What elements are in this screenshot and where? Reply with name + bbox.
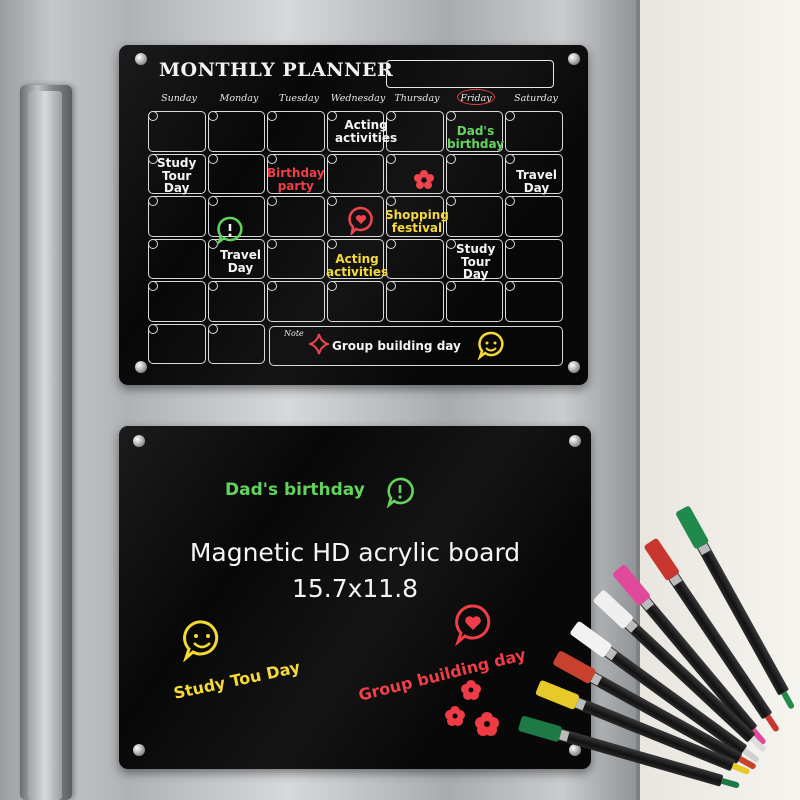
month-field [386,60,554,88]
calendar-cell [148,111,206,152]
friday-circle-mark [457,89,495,105]
speech-bubble-heart-icon [455,604,491,646]
calendar-cell [267,111,325,152]
screw-icon [135,361,147,373]
calendar-cell [148,281,206,322]
calendar-cell [267,196,325,237]
screw-icon [568,53,580,65]
calendar-cell [148,238,206,279]
entry-dads-birthday: Dad's birthday [447,124,505,151]
calendar-cell [445,281,503,322]
planner-title: MONTHLY PLANNER [159,59,394,81]
fridge-edge [636,0,640,800]
day-label-sunday: Sunday [161,93,197,104]
screw-icon [133,744,145,756]
calendar-cell [207,111,265,152]
entry-shopping-festival: Shopping festival [385,208,449,235]
calendar-cell [445,238,503,279]
day-label-thursday: Thursday [394,93,440,104]
calendar-cell [445,111,503,152]
calendar-cell [386,238,444,279]
entry-birthday-party: Birthday party [267,166,325,193]
screw-icon [133,435,145,447]
calendar-cell [207,196,265,237]
board-study-day: Study Tou Day [171,657,302,703]
day-label-monday: Monday [219,93,259,104]
note-box [269,326,563,366]
calendar-cell [326,196,384,237]
flower-icon [445,680,499,736]
screw-icon [568,361,580,373]
day-label-wednesday: Wednesday [330,93,386,104]
speech-bubble-exclamation-icon [216,216,243,245]
speech-bubble-heart-icon [348,206,373,235]
calendar-cell [207,323,265,364]
calendar-cell [386,111,444,152]
calendar-cell [505,111,563,152]
calendar-cell [326,281,384,322]
calendar-cell [148,323,206,364]
entry-travel-day-saturday: Travel Day [516,168,557,195]
calendar-cell [386,196,444,237]
marker-set [500,480,800,800]
screw-icon [569,435,581,447]
entry-study-tour-day-2: Study Tour Day [456,242,496,282]
board-dads-birthday: Dad's birthday [225,480,365,500]
entry-travel-day-monday: Travel Day [220,248,261,275]
calendar-cell [386,281,444,322]
calendar-cell [148,196,206,237]
entry-study-tour-day: Study Tour Day [157,156,197,196]
speech-bubble-smiley-icon [183,620,219,662]
calendar-cell [207,281,265,322]
calendar-cell [505,196,563,237]
calendar-cell [267,238,325,279]
calendar-cell [207,153,265,194]
entry-group-building-day: Group building day [332,339,461,353]
screw-icon [569,744,581,756]
screw-icon [135,53,147,65]
calendar-cell [386,153,444,194]
flower-icon [414,170,434,189]
fridge-handle-inner [28,91,62,800]
sparkle-icon [309,333,329,355]
calendar-cell [505,238,563,279]
note-label: Note [284,329,304,338]
day-label-tuesday: Tuesday [278,93,320,104]
entry-acting-activities: Acting activities [335,118,398,145]
calendar-cell [505,281,563,322]
calendar-cell [445,153,503,194]
calendar-cell [267,281,325,322]
calendar-cell [505,153,563,194]
day-label-saturday: Saturday [514,93,558,104]
calendar-cell [445,196,503,237]
calendar-cell [148,153,206,194]
fridge-handle [20,85,72,800]
calendar-cell [326,153,384,194]
speech-bubble-exclamation-icon [386,477,414,508]
monthly-planner-board: MONTHLY PLANNER Sunday Monday Tuesday We… [119,45,588,385]
entry-acting-activities-2: Acting activities [326,252,389,279]
board-heading: Magnetic HD acrylic board [189,538,521,567]
calendar-cell [326,111,384,152]
calendar-cell [267,153,325,194]
calendar-cell [326,238,384,279]
speech-bubble-smiley-icon [477,331,504,360]
board-size: 15.7x11.8 [291,574,419,603]
